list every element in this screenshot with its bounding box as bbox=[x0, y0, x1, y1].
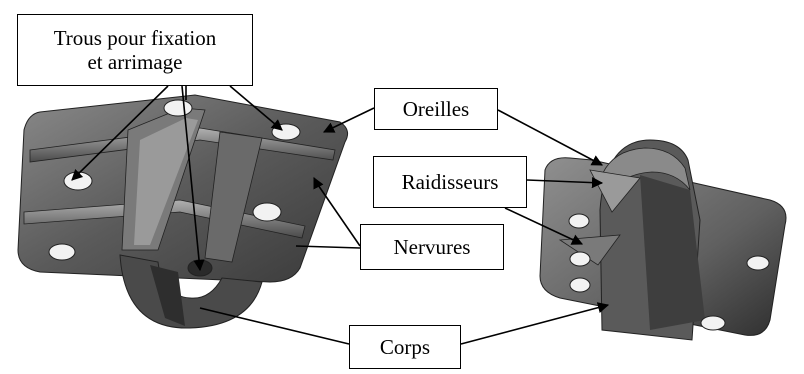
left-bracket-part bbox=[18, 95, 348, 328]
right-bracket-part bbox=[540, 140, 786, 340]
label-trous-line2: et arrimage bbox=[87, 50, 182, 74]
right-hole-2 bbox=[570, 252, 590, 266]
label-trous-fixation: Trous pour fixation et arrimage bbox=[17, 14, 253, 86]
label-nervures-text: Nervures bbox=[394, 235, 471, 259]
label-oreilles: Oreilles bbox=[374, 88, 498, 130]
label-trous-line1: Trous pour fixation bbox=[54, 26, 217, 50]
right-hole-3 bbox=[570, 278, 590, 292]
left-hole-mr bbox=[253, 203, 281, 221]
left-hole-tl bbox=[164, 100, 192, 116]
line-nervures-1 bbox=[316, 182, 360, 246]
label-corps: Corps bbox=[349, 325, 461, 369]
right-hole-1 bbox=[569, 214, 589, 228]
arrow-corps-right bbox=[461, 305, 608, 344]
left-hole-bl bbox=[49, 244, 75, 260]
right-hole-4 bbox=[747, 256, 769, 270]
left-hole-tr bbox=[272, 124, 300, 140]
label-nervures: Nervures bbox=[360, 224, 504, 270]
label-raidisseurs: Raidisseurs bbox=[373, 156, 527, 208]
right-hole-5 bbox=[701, 316, 725, 330]
label-raidisseurs-text: Raidisseurs bbox=[402, 170, 499, 194]
label-oreilles-text: Oreilles bbox=[403, 97, 469, 121]
label-corps-text: Corps bbox=[380, 335, 430, 359]
line-corps-left bbox=[200, 308, 349, 344]
